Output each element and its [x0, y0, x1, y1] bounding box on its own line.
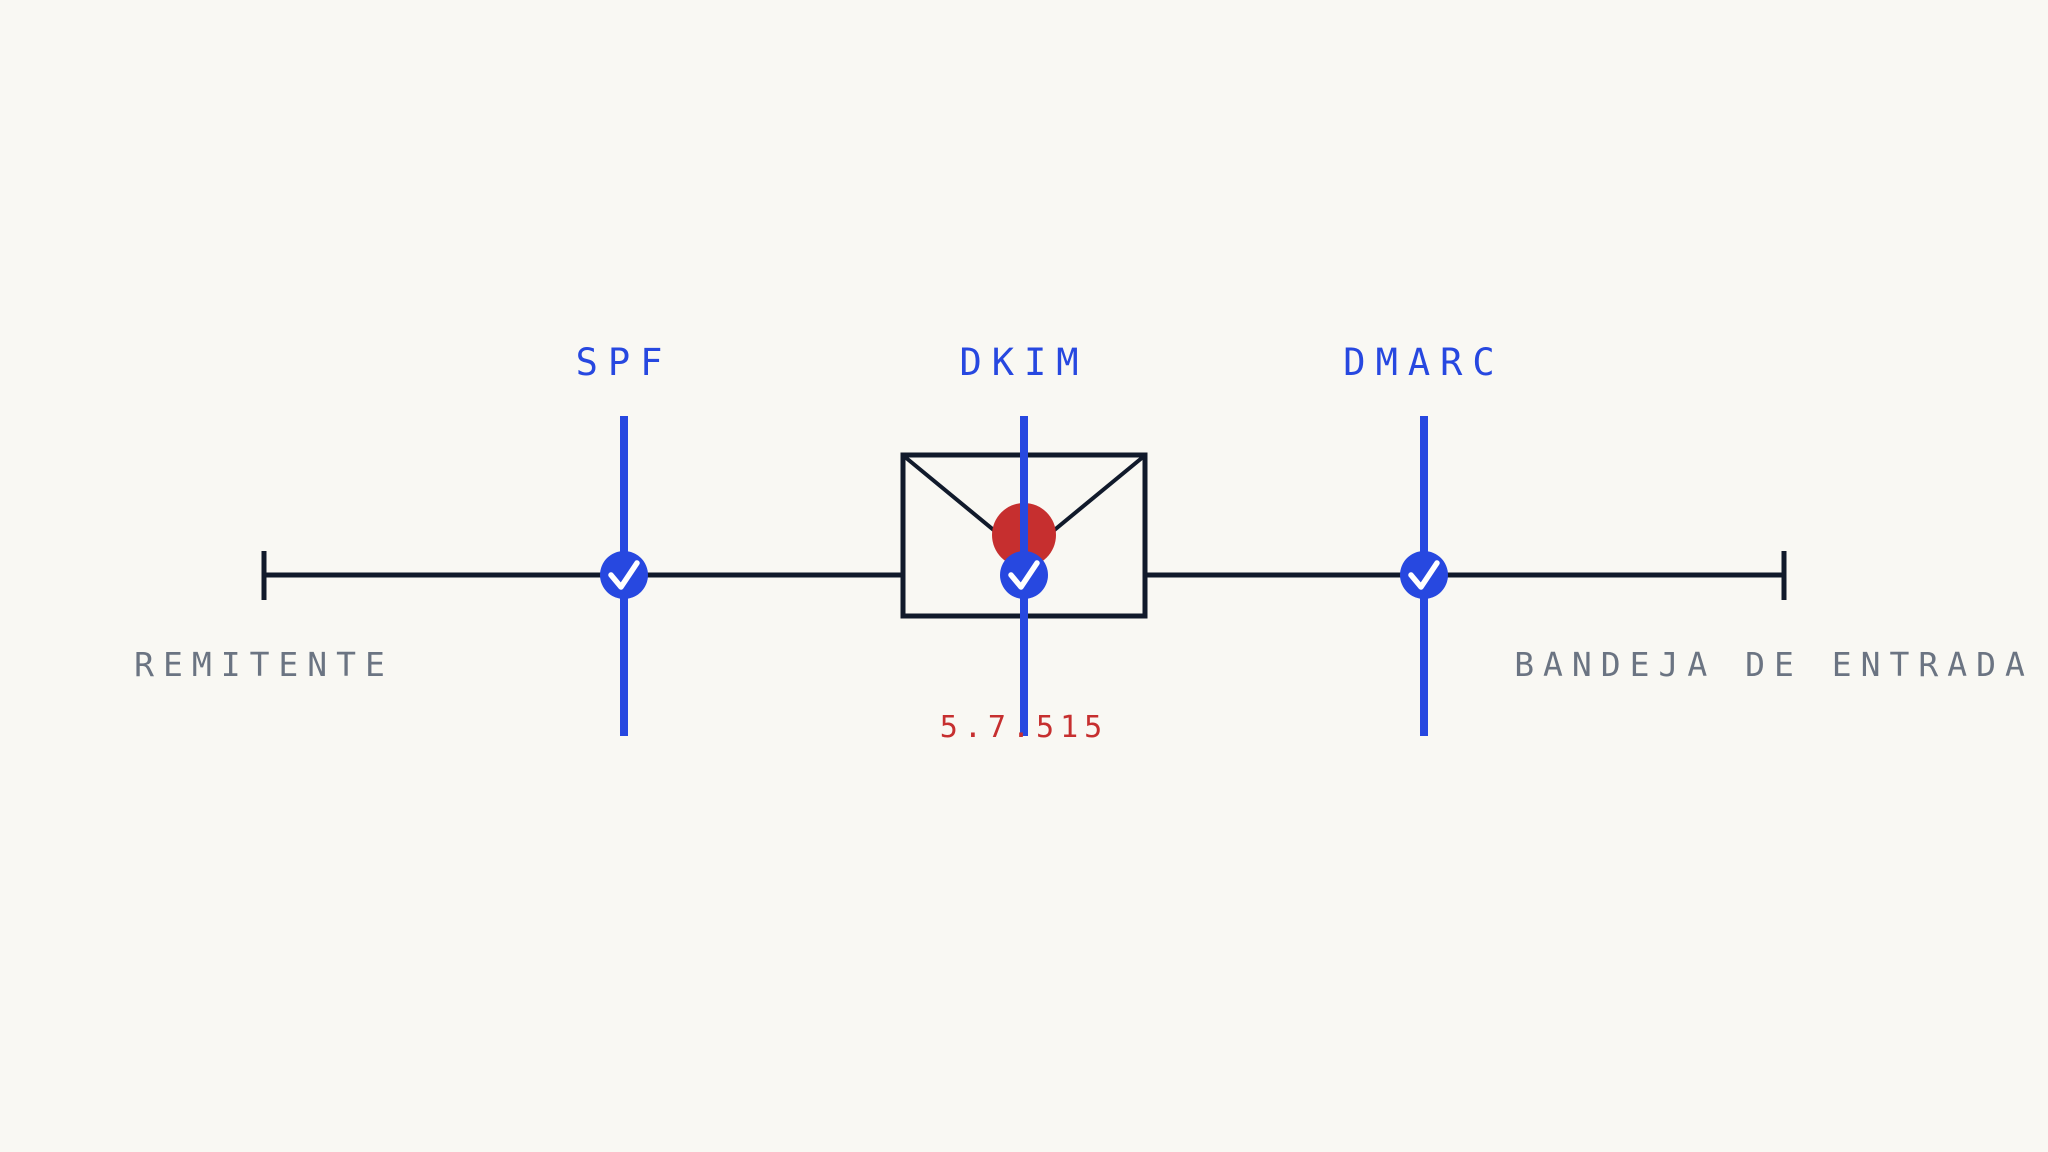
end-endpoint-label: BANDEJA DE ENTRADA	[1514, 645, 2034, 684]
error-code-label: 5.7.515	[940, 710, 1108, 745]
check-icon	[1408, 560, 1440, 590]
gate-label-dmarc: DMARC	[1343, 341, 1504, 384]
check-icon	[1008, 560, 1040, 590]
check-badge-dkim	[1000, 551, 1048, 599]
gate-label-spf: SPF	[576, 341, 673, 384]
check-badge-dmarc	[1400, 551, 1448, 599]
gate-label-dkim: DKIM	[959, 341, 1088, 384]
start-endpoint-label: REMITENTE	[134, 645, 394, 684]
check-icon	[608, 560, 640, 590]
check-badge-spf	[600, 551, 648, 599]
